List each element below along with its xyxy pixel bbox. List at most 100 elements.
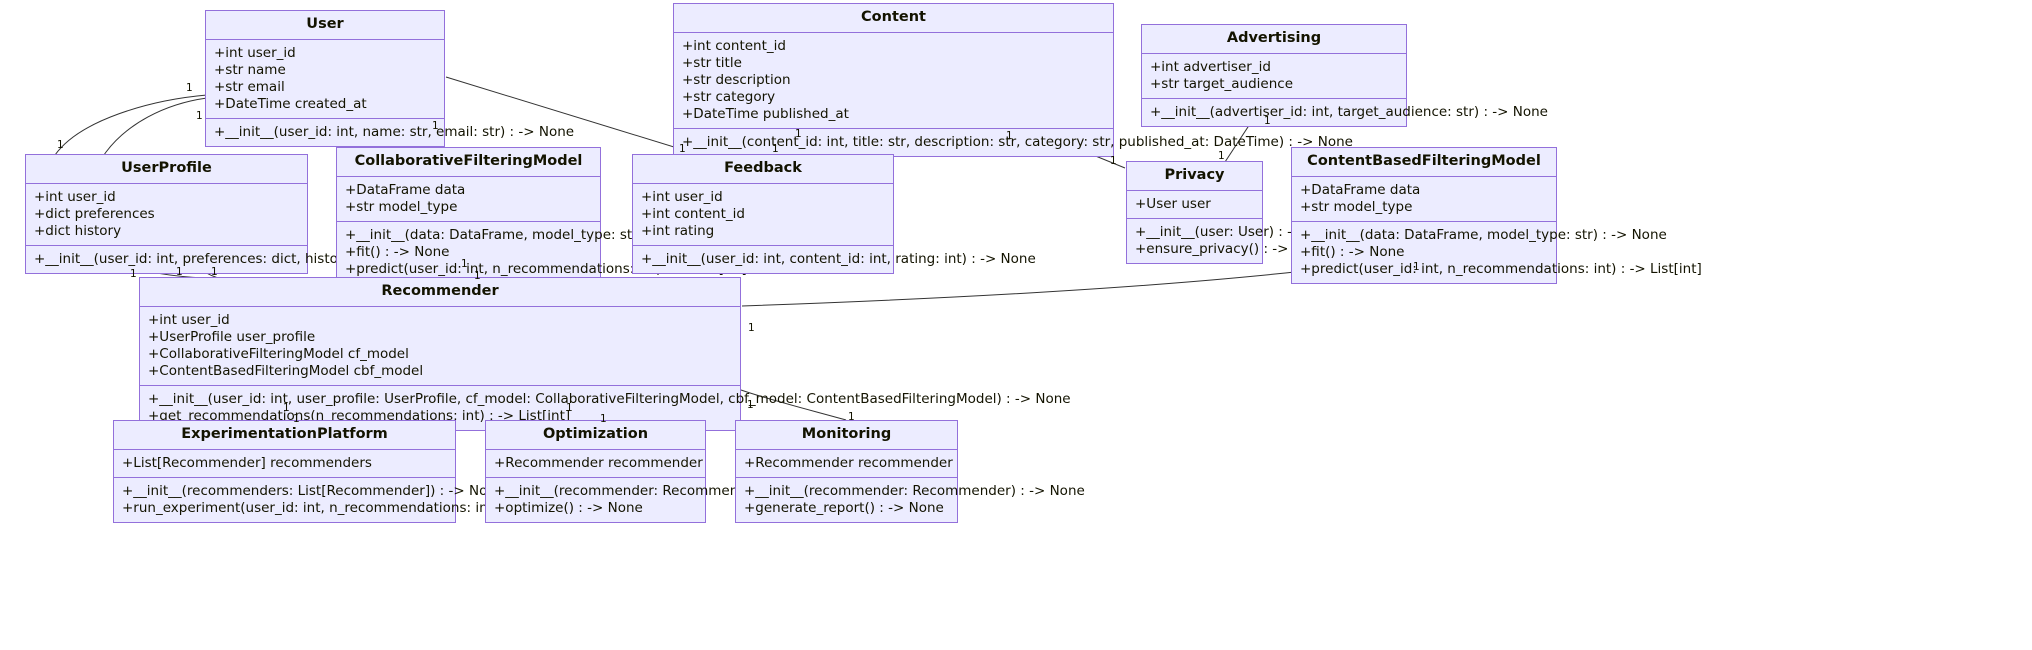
method-row: +predict(user_id: int, n_recommendations… [1300, 260, 1702, 277]
class-methods-privacy: +__init__(user: User) : -> None+ensure_p… [1127, 219, 1343, 263]
method-row: +__init__(user_id: int, name: str, email… [214, 123, 575, 140]
attribute-row: +User user [1135, 195, 1211, 212]
class-attributes-optimization: +Recommender recommender [486, 450, 705, 478]
attribute-row: +int content_id [682, 37, 786, 54]
edge-user-to-userprofile [54, 94, 208, 156]
attribute-row: +int user_id [641, 188, 723, 205]
class-attributes-advertising: +int advertiser_id+str target_audience [1142, 54, 1406, 99]
multiplicity-label: 1 [679, 143, 686, 155]
class-methods-userprofile: +__init__(user_id: int, preferences: dic… [26, 246, 459, 273]
class-title-monitoring: Monitoring [736, 421, 957, 450]
class-methods-cbfmodel: +__init__(data: DataFrame, model_type: s… [1292, 222, 1702, 283]
class-title-content: Content [674, 4, 1113, 33]
class-methods-feedback: +__init__(user_id: int, content_id: int,… [633, 246, 1036, 273]
attribute-row: +int user_id [214, 44, 296, 61]
edge-user-to-feedback [445, 76, 701, 156]
class-title-cfmodel: CollaborativeFilteringModel [337, 148, 600, 177]
attribute-row: +int rating [641, 222, 715, 239]
uml-class-recommender[interactable]: Recommender+int user_id+UserProfile user… [139, 277, 1071, 431]
method-row: +optimize() : -> None [494, 499, 643, 516]
uml-class-cbfmodel[interactable]: ContentBasedFilteringModel+DataFrame dat… [1291, 147, 1702, 284]
method-row: +generate_report() : -> None [744, 499, 944, 516]
method-row: +ensure_privacy() : -> None [1135, 240, 1328, 257]
class-attributes-recommender: +int user_id+UserProfile user_profile+Co… [140, 307, 740, 386]
class-attributes-cfmodel: +DataFrame data+str model_type [337, 177, 600, 222]
uml-class-user[interactable]: User+int user_id+str name+str email+Date… [205, 10, 575, 147]
class-title-cbfmodel: ContentBasedFilteringModel [1292, 148, 1556, 177]
uml-class-content[interactable]: Content+int content_id+str title+str des… [673, 3, 1353, 157]
multiplicity-label: 1 [432, 120, 439, 132]
method-row: +__init__(content_id: int, title: str, d… [682, 133, 1353, 150]
method-row: +__init__(user: User) : -> None [1135, 223, 1343, 240]
class-title-optimization: Optimization [486, 421, 705, 450]
class-methods-optimization: +__init__(recommender: Recommender) : ->… [486, 478, 835, 522]
multiplicity-label: 1 [211, 266, 218, 278]
method-row: +__init__(data: DataFrame, model_type: s… [1300, 226, 1667, 243]
attribute-row: +str target_audience [1150, 75, 1294, 92]
multiplicity-label: 1 [748, 322, 755, 334]
attribute-row: +Recommender recommender [744, 454, 953, 471]
class-methods-user: +__init__(user_id: int, name: str, email… [206, 119, 575, 146]
method-row: +fit() : -> None [345, 243, 450, 260]
uml-class-feedback[interactable]: Feedback+int user_id+int content_id+int … [632, 154, 1036, 274]
multiplicity-label: 1 [186, 82, 193, 94]
attribute-row: +int user_id [148, 311, 230, 328]
class-attributes-privacy: +User user [1127, 191, 1262, 219]
multiplicity-label: 1 [57, 139, 64, 151]
method-row: +get_recommendations(n_recommendations: … [148, 407, 571, 424]
attribute-row: +str email [214, 78, 285, 95]
class-title-experimentation: ExperimentationPlatform [114, 421, 455, 450]
uml-class-optimization[interactable]: Optimization +Recommender recommender +__i… [485, 420, 835, 523]
multiplicity-label: 1 [176, 266, 183, 278]
multiplicity-label: 1 [1413, 261, 1420, 273]
multiplicity-label: 1 [600, 413, 607, 425]
method-row: +run_experiment(user_id: int, n_recommen… [122, 499, 648, 516]
attribute-row: +int user_id [34, 188, 116, 205]
method-row: +__init__(recommender: Recommender) : ->… [744, 482, 1085, 499]
class-title-privacy: Privacy [1127, 162, 1262, 191]
class-attributes-cbfmodel: +DataFrame data+str model_type [1292, 177, 1556, 222]
multiplicity-label: 1 [1264, 115, 1271, 127]
multiplicity-label: 1 [566, 402, 573, 414]
multiplicity-label: 1 [1218, 150, 1225, 162]
class-title-recommender: Recommender [140, 278, 740, 307]
method-row: +fit() : -> None [1300, 243, 1405, 260]
attribute-row: +str model_type [345, 198, 458, 215]
class-methods-content: +__init__(content_id: int, title: str, d… [674, 129, 1353, 156]
method-row: +__init__(recommender: Recommender) : ->… [494, 482, 835, 499]
attribute-row: +ContentBasedFilteringModel cbf_model [148, 362, 424, 379]
attribute-row: +str category [682, 88, 776, 105]
uml-class-userprofile[interactable]: UserProfile+int user_id+dict preferences… [25, 154, 459, 274]
multiplicity-label: 1 [795, 128, 802, 140]
uml-class-privacy[interactable]: Privacy +User user +__init__(user: User) :… [1126, 161, 1343, 264]
attribute-row: +str description [682, 71, 791, 88]
class-title-feedback: Feedback [633, 155, 893, 184]
method-row: +__init__(user_id: int, preferences: dic… [34, 250, 459, 267]
attribute-row: +CollaborativeFilteringModel cf_model [148, 345, 409, 362]
class-attributes-feedback: +int user_id+int content_id+int rating [633, 184, 893, 246]
method-row: +__init__(recommenders: List[Recommender… [122, 482, 505, 499]
method-row: +predict(user_id: int, n_recommendations… [345, 260, 747, 277]
attribute-row: +UserProfile user_profile [148, 328, 316, 345]
class-title-userprofile: UserProfile [26, 155, 307, 184]
class-attributes-experimentation: +List[Recommender] recommenders [114, 450, 455, 478]
multiplicity-label: 1 [1110, 155, 1117, 167]
class-title-user: User [206, 11, 444, 40]
multiplicity-label: 1 [196, 110, 203, 122]
class-title-advertising: Advertising [1142, 25, 1406, 54]
uml-class-monitoring[interactable]: Monitoring +Recommender recommender +__ini… [735, 420, 1085, 523]
multiplicity-label: 1 [848, 411, 855, 423]
multiplicity-label: 1 [130, 268, 137, 280]
class-methods-monitoring: +__init__(recommender: Recommender) : ->… [736, 478, 1085, 522]
uml-class-advertising[interactable]: Advertising+int advertiser_id+str target… [1141, 24, 1548, 127]
uml-class-cfmodel[interactable]: CollaborativeFilteringModel+DataFrame da… [336, 147, 747, 284]
uml-class-experimentation[interactable]: ExperimentationPlatform+List[Recommender… [113, 420, 648, 523]
attribute-row: +Recommender recommender [494, 454, 703, 471]
attribute-row: +str model_type [1300, 198, 1413, 215]
method-row: +__init__(data: DataFrame, model_type: s… [345, 226, 712, 243]
attribute-row: +DataFrame data [345, 181, 466, 198]
class-attributes-content: +int content_id+str title+str descriptio… [674, 33, 1113, 129]
attribute-row: +dict history [34, 222, 122, 239]
attribute-row: +int advertiser_id [1150, 58, 1271, 75]
